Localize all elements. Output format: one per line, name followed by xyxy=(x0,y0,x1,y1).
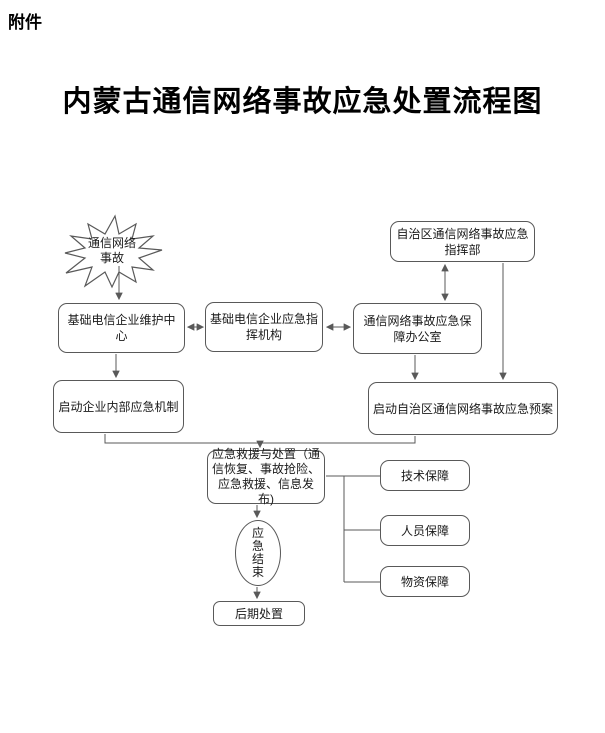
node-emergency-end: 应急结束 xyxy=(235,520,281,586)
node-material-support: 物资保障 xyxy=(380,566,470,597)
edge-internal-bus xyxy=(104,434,416,444)
node-region-plan: 启动自治区通信网络事故应急预案 xyxy=(368,382,558,435)
node-post-disposal: 后期处置 xyxy=(213,601,305,626)
node-enterprise-command: 基础电信企业应急指挥机构 xyxy=(205,302,323,352)
node-incident: 通信网络事故 xyxy=(87,236,136,265)
node-internal-mechanism: 启动企业内部应急机制 xyxy=(53,380,184,433)
emergency-end-label: 应急结束 xyxy=(251,526,264,579)
page-title: 内蒙古通信网络事故应急处置流程图 xyxy=(62,86,543,118)
node-rescue-disposal: 应急救援与处置（通信恢复、事故抢险、应急救援、信息发布) xyxy=(207,447,325,506)
attachment-label: 附件 xyxy=(8,13,42,32)
node-support-office: 通信网络事故应急保障办公室 xyxy=(353,303,482,354)
node-maintenance-center: 基础电信企业维护中心 xyxy=(58,303,185,353)
node-personnel-support: 人员保障 xyxy=(380,515,470,546)
node-region-command: 自治区通信网络事故应急指挥部 xyxy=(390,221,535,262)
incident-starburst-shape xyxy=(64,214,163,289)
node-tech-support: 技术保障 xyxy=(380,460,470,491)
